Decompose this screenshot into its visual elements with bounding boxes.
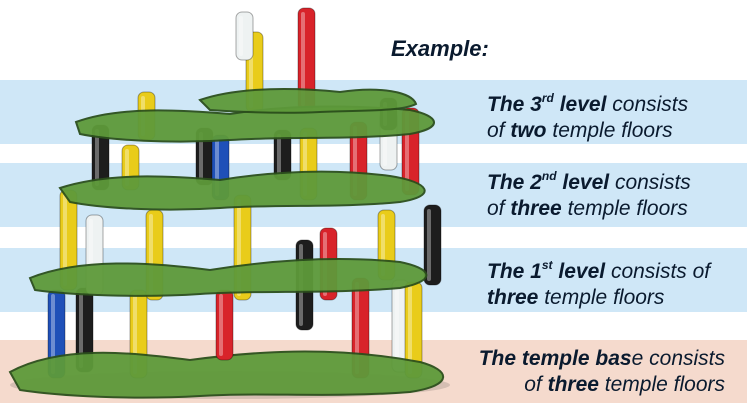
temple-floor — [198, 88, 418, 114]
pillar-highlight — [63, 194, 67, 286]
pillar-highlight — [95, 129, 99, 186]
pillar — [235, 11, 254, 61]
level-1-caption: The 1st level consists of three temple f… — [487, 258, 711, 309]
temple-tower-illustration — [8, 7, 450, 399]
pillar-highlight — [239, 16, 243, 56]
temple-floor — [58, 170, 426, 211]
level-3-caption: The 3rd level consists of two temple flo… — [487, 91, 689, 142]
pillar — [215, 289, 234, 361]
pillar-highlight — [427, 209, 431, 281]
pillar-highlight — [301, 12, 305, 106]
pillar-highlight — [395, 284, 399, 368]
level-2-caption: The 2nd level consists of three temple f… — [487, 169, 691, 220]
pillar-highlight — [51, 294, 55, 374]
pillar-highlight — [277, 134, 281, 176]
temple-floor — [8, 350, 445, 399]
pillar-highlight — [199, 132, 203, 181]
pillar-highlight — [355, 282, 359, 374]
pillar — [423, 204, 442, 286]
base-caption: The temple base consists of three temple… — [478, 347, 725, 396]
temple-floor — [28, 258, 428, 297]
pillar-highlight — [408, 286, 412, 374]
example-title: Example: — [391, 36, 489, 61]
pillar-highlight — [219, 294, 223, 356]
temple-floor — [74, 105, 435, 143]
pillar-highlight — [79, 292, 83, 368]
